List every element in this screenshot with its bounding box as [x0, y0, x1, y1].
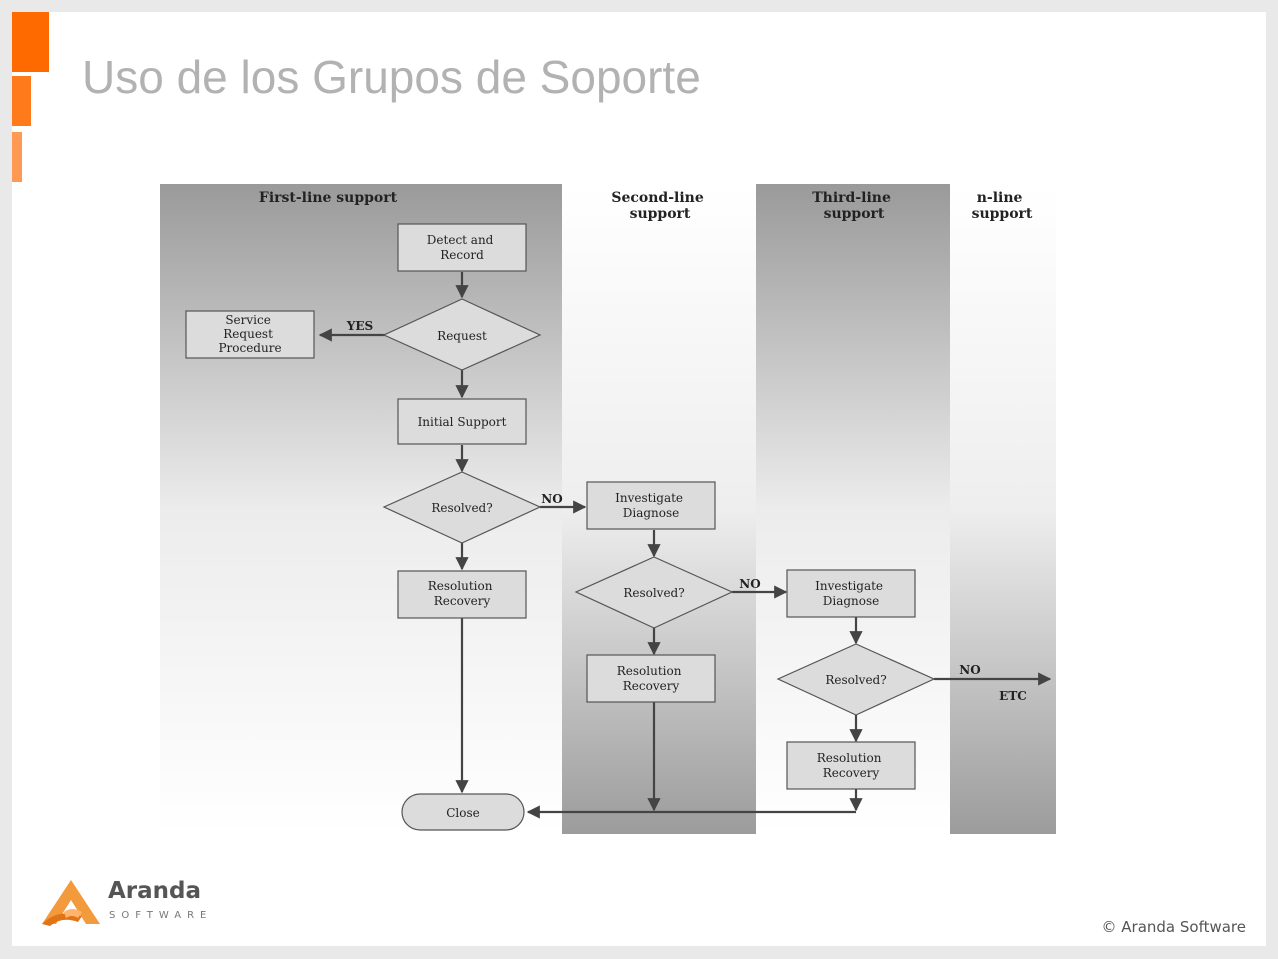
node-investigate-3 [786, 569, 916, 618]
node-detect-record [397, 223, 527, 272]
accent-bar-1 [12, 12, 49, 72]
lane-title-third: Third-line support [812, 190, 896, 222]
node-resolution-1 [397, 570, 527, 619]
node-resolution-3 [786, 741, 916, 790]
node-initial-support [397, 398, 527, 445]
aranda-logo: Aranda SOFTWARE [38, 878, 228, 930]
lane-third [756, 184, 950, 834]
node-resolved-1 [382, 471, 542, 544]
label-resolved-3: Resolved? [825, 673, 886, 687]
label-investigate-3: Investigate Diagnose [815, 579, 887, 608]
label-resolution-2: Resolution Recovery [617, 664, 686, 693]
lane-n [950, 184, 1056, 834]
edge-label-yes: YES [346, 319, 373, 333]
label-resolution-3: Resolution Recovery [817, 751, 886, 780]
edge-label-no-3: NO [959, 663, 980, 677]
label-investigate-2: Investigate Diagnose [615, 491, 687, 520]
label-initial-support: Initial Support [418, 415, 507, 429]
edge-label-etc: ETC [999, 689, 1027, 703]
logo-wordmark: Aranda [108, 878, 202, 904]
lane-title-second: Second-line support [611, 190, 708, 222]
accent-bar-3 [12, 132, 22, 182]
node-resolved-2 [574, 556, 734, 629]
label-resolved-1: Resolved? [431, 501, 492, 515]
lane-title-n: n-line support [972, 190, 1033, 222]
aranda-logo-icon [42, 880, 100, 926]
slide-title: Uso de los Grupos de Soporte [82, 51, 701, 103]
node-investigate-2 [586, 481, 716, 530]
label-request: Request [437, 329, 487, 343]
copyright-text: © Aranda Software [1101, 918, 1247, 936]
lane-title-first: First-line support [259, 190, 398, 206]
node-request [382, 298, 542, 371]
node-resolved-3 [776, 643, 936, 716]
edge-label-no-1: NO [541, 492, 562, 506]
label-resolved-2: Resolved? [623, 586, 684, 600]
node-service-request [185, 310, 315, 359]
node-close [401, 793, 525, 831]
label-close: Close [446, 806, 480, 820]
slide: Uso de los Grupos de Soporte First-line … [12, 12, 1266, 946]
edge-label-no-2: NO [739, 577, 760, 591]
support-flow-diagram: First-line support Second-line support T… [160, 184, 1056, 834]
logo-subtitle: SOFTWARE [109, 910, 213, 921]
accent-bar-2 [12, 76, 31, 126]
label-resolution-1: Resolution Recovery [428, 579, 497, 608]
label-detect-record: Detect and Record [427, 233, 497, 262]
label-service-request: Service Request Procedure [218, 313, 281, 355]
node-resolution-2 [586, 654, 716, 703]
